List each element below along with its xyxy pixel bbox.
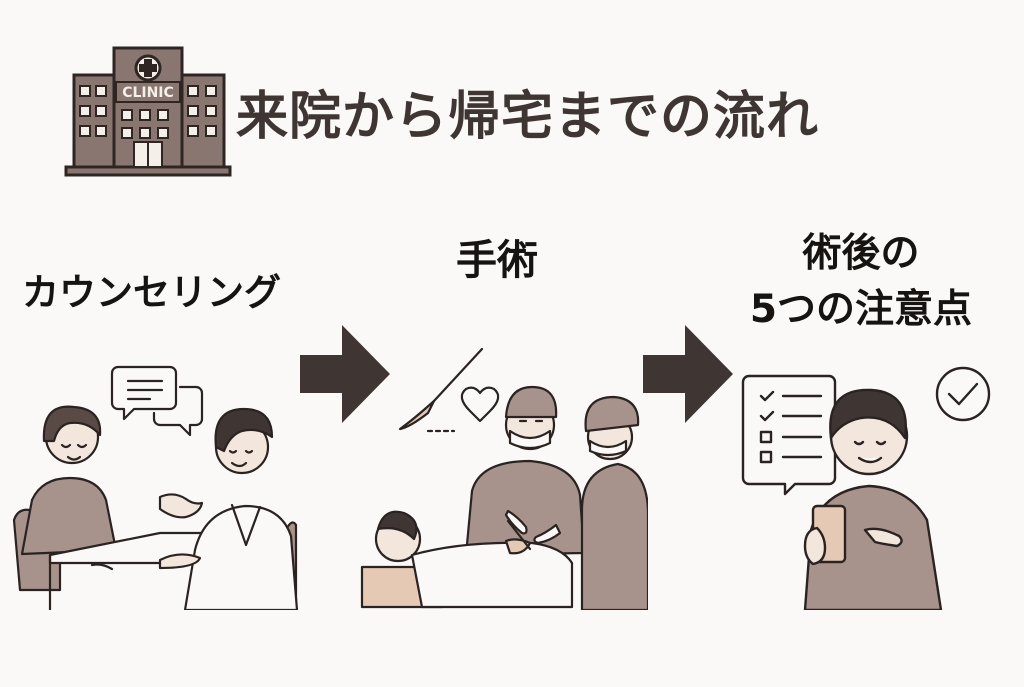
step-2-label: 手術	[456, 236, 538, 284]
consultation-illustration	[12, 365, 299, 610]
heart-icon	[460, 386, 500, 423]
step-3-label-line2: 5つの注意点	[749, 287, 973, 332]
speech-bubble-icon	[110, 365, 204, 437]
check-circle-icon	[935, 366, 991, 422]
scalpel-icon	[398, 347, 484, 433]
clinic-sign-text: CLINIC	[122, 85, 174, 101]
arrow-right-icon	[643, 325, 733, 423]
clinic-building-icon: CLINIC	[64, 46, 232, 177]
step-3-label-line1: 術後の	[802, 231, 920, 276]
step-3-label: 術後の 5つの注意点	[730, 226, 992, 338]
surgery-illustration	[360, 347, 648, 610]
aftercare-checklist-illustration	[741, 366, 991, 610]
page-title: 来院から帰宅までの流れ	[236, 87, 820, 147]
step-1-label: カウンセリング	[22, 271, 281, 314]
arrow-right-icon	[300, 325, 390, 423]
checklist-icon	[741, 374, 837, 496]
